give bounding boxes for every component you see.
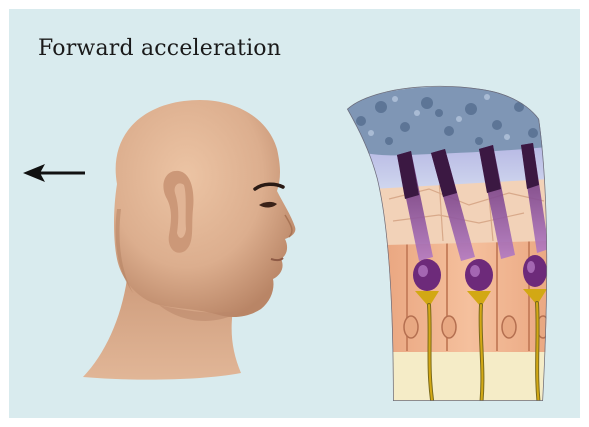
illustration xyxy=(9,9,580,418)
otolith-organ-icon xyxy=(343,86,559,409)
left-arrow-icon xyxy=(23,164,85,182)
figure-panel: Forward acceleration xyxy=(9,9,580,418)
head-icon xyxy=(83,100,295,380)
